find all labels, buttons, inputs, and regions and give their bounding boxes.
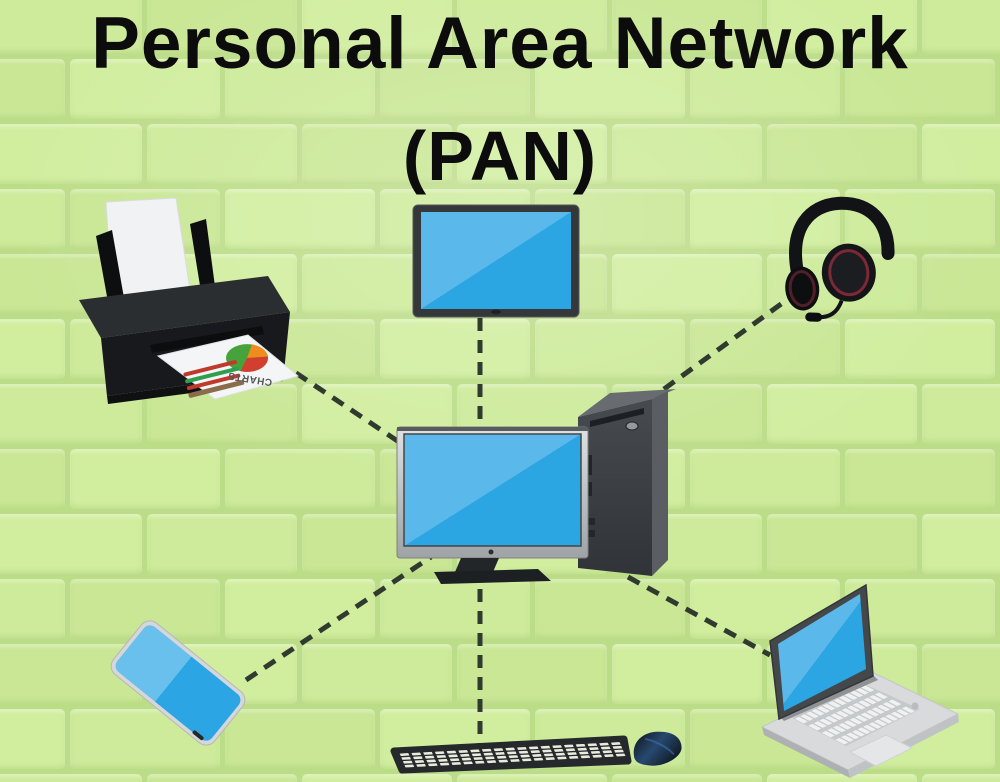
connection-line-smartphone-desktop-computer [244,554,433,683]
tower-power-button [625,421,639,431]
monitor-logo [491,309,501,315]
desktop-monitor-top-edge [397,427,588,431]
laptop-trackpad [848,734,914,767]
tower-drive-bay [590,408,644,427]
keyboard-keys [399,742,626,768]
laptop-hinge [779,675,878,721]
tower [578,389,676,576]
tower-front [578,399,652,576]
mouse-icon [633,731,682,766]
tower-side [652,391,668,576]
headband [789,196,895,280]
ear-cup-right-ring [828,249,870,297]
printed-bar-stripes [183,360,245,398]
tower-vent-1 [588,455,592,475]
monitor-icon [412,204,580,318]
tower-port-1 [586,518,595,525]
keyboard-icon [390,735,632,774]
desktop-computer-icon [396,389,676,584]
connection-line-headphones-desktop-computer [651,288,801,400]
printer-paper-arm-right [190,219,216,298]
phone-speaker [192,730,204,741]
laptop-keys [795,685,915,745]
laptop-icon [760,583,960,778]
monitor-stand-neck [455,558,499,572]
connection-line-printer-desktop-computer [294,370,407,449]
mouse-highlight [644,737,675,756]
desktop-monitor-logo [488,549,494,555]
laptop-power-button [911,702,919,710]
printer-paper-arm-left [96,230,124,302]
connection-line-desktop-computer-laptop [626,574,772,658]
smartphone-icon [110,620,246,746]
printed-pie-chart [226,344,268,372]
monitor-stand-base [434,569,551,584]
tower-top [578,389,676,417]
laptop-keyboard-area [792,684,920,746]
laptop-screen [778,594,866,711]
tower-port-2 [586,530,595,537]
monitor-screen [421,212,571,309]
headphones-icon [785,196,895,322]
desktop-monitor-screen [403,433,582,547]
desktop-monitor [396,426,589,584]
phone-screen [115,625,241,741]
mouse-body [633,731,682,766]
tower-vent-2 [588,482,592,496]
connection-lines [244,288,801,744]
printer-body-top [79,276,290,338]
ear-cup-left-ring [788,270,816,308]
printer-icon: CHARTS [79,197,300,404]
mic-capsule [805,312,823,322]
printer-output-slot [150,326,264,353]
laptop-base-edge-left [762,727,850,778]
